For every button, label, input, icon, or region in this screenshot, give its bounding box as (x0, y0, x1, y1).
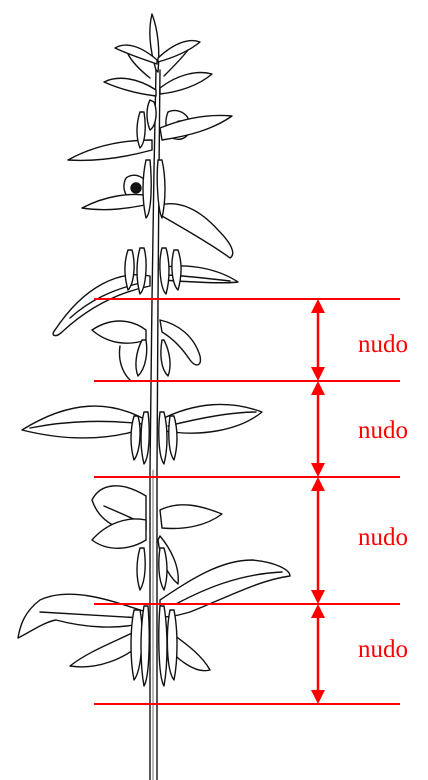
sesame-plant-illustration (18, 14, 290, 780)
segment-arrow-3 (311, 477, 325, 604)
segment-arrow-2 (311, 381, 325, 477)
segment-label-2: nudo (358, 417, 408, 444)
capsules-node-4 (131, 606, 177, 686)
capsules-node-2 (131, 412, 177, 464)
apical-shoot (104, 14, 212, 96)
segment-label-4: nudo (358, 636, 408, 663)
leaves-node-4 (18, 560, 290, 671)
leaves-internode-1 (92, 320, 200, 380)
segment-label-3: nudo (358, 524, 408, 551)
segment-arrow-1 (311, 299, 325, 381)
segment-label-1: nudo (358, 331, 408, 358)
segment-arrow-4 (311, 604, 325, 704)
